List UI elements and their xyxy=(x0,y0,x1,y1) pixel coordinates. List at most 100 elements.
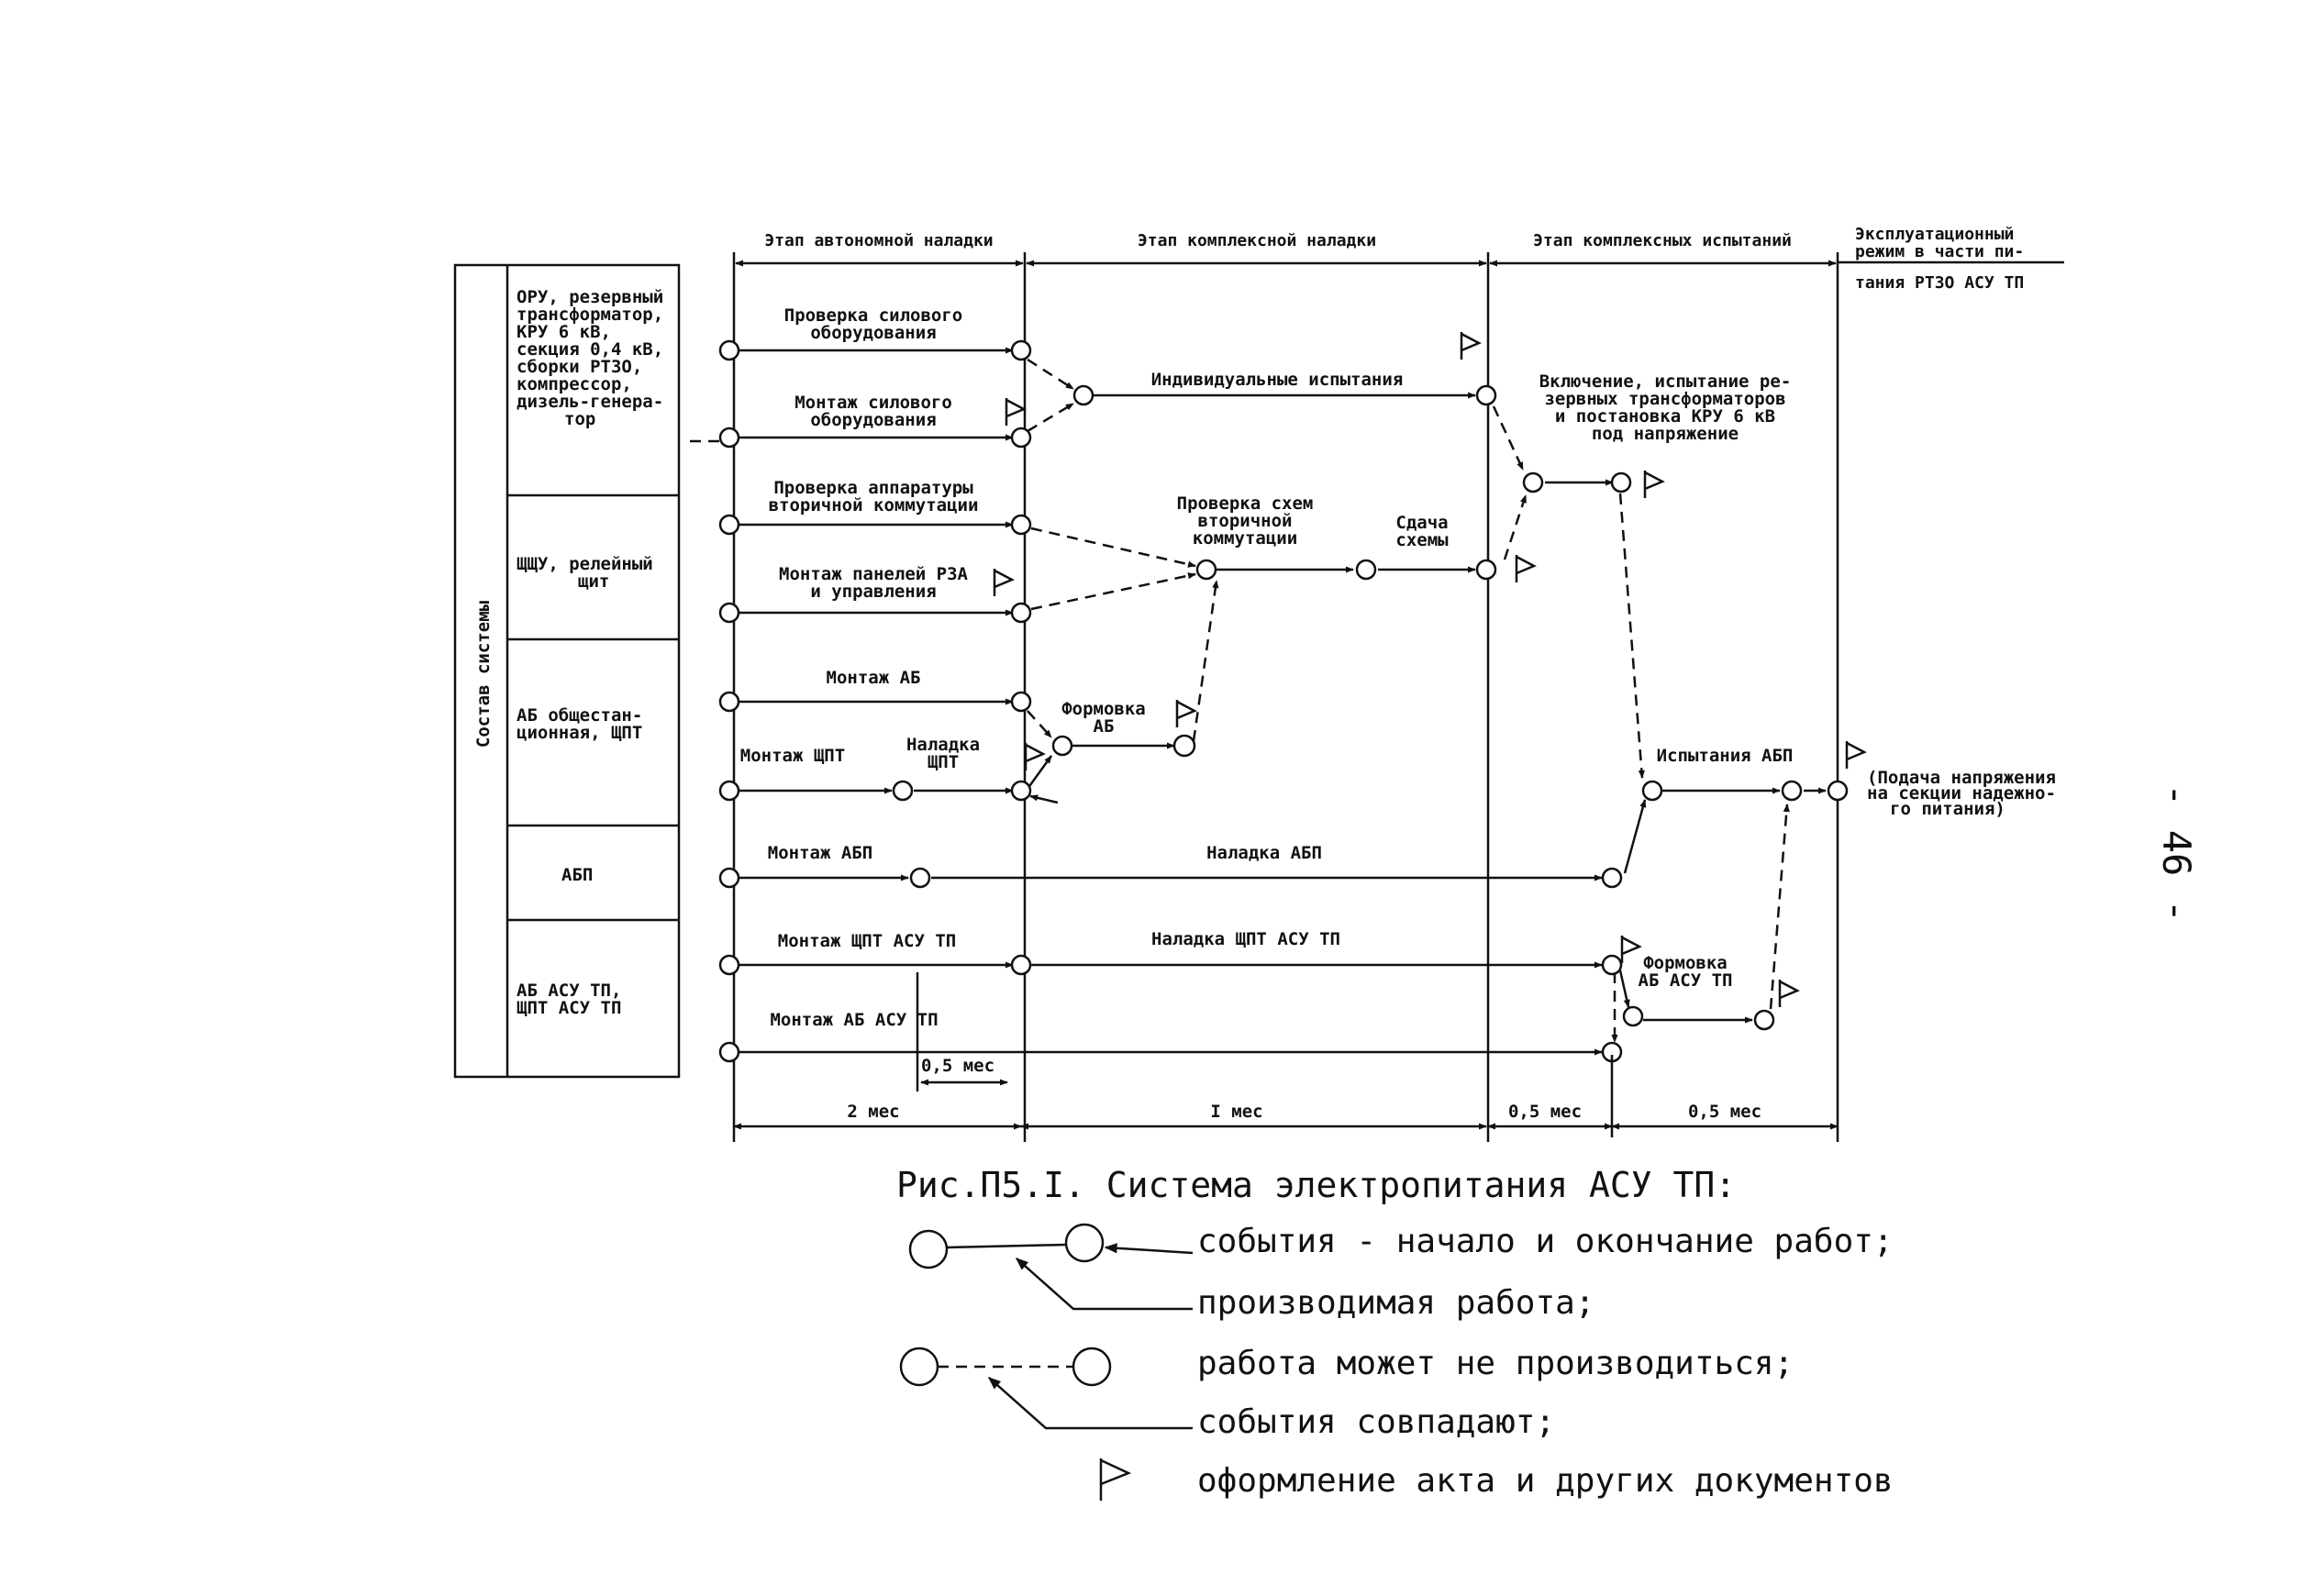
work-label-line: схемы xyxy=(1395,530,1449,550)
work-label-line: оборудования xyxy=(810,410,936,430)
work-label-line: Испытания АБП xyxy=(1657,746,1794,766)
work-label-line: коммутации xyxy=(1193,528,1297,549)
document-flag-icon xyxy=(1024,743,1046,770)
work-label-line: и постановка КРУ 6 кВ xyxy=(1555,406,1775,427)
duration-two-months: 2 мес xyxy=(847,1102,899,1122)
component-line: КРУ 6 кВ, xyxy=(517,322,611,342)
duration-scale: 0,5 мес 2 мес I мес 0,5 мес 0,5 мес xyxy=(733,972,1839,1137)
stage-header: Этап автономной наладки Этап комплексной… xyxy=(732,225,2064,1142)
work-label-line: Монтаж панелей РЗА xyxy=(779,564,968,584)
document-flag-icon xyxy=(1515,555,1537,582)
stage-autonomous: Этап автономной наладки xyxy=(764,231,993,250)
component-line: АБ общестан- xyxy=(517,705,642,726)
document-flags xyxy=(993,332,1867,1007)
svg-text:АБ общестан-ционная, ЩПТ: АБ общестан-ционная, ЩПТ xyxy=(517,705,642,743)
legend-coinciding-events: события совпадают; xyxy=(1197,1403,1555,1441)
work-label-line: Формовка xyxy=(1061,699,1146,719)
component-line: ЩПТ АСУ ТП xyxy=(517,998,621,1018)
work-label-line: Монтаж силового xyxy=(794,393,952,413)
component-line: щит xyxy=(578,571,609,592)
component-line: сборки РТЗО, xyxy=(517,357,642,377)
work-lines xyxy=(739,347,1827,1056)
work-label-line: вторичной xyxy=(1198,511,1293,531)
work-label-line: на секции надежно- xyxy=(1867,783,2056,804)
work-label-line: Индивидуальные испытания xyxy=(1151,370,1404,390)
component-line: секция 0,4 кВ, xyxy=(517,339,663,360)
component-line: АБ АСУ ТП, xyxy=(517,981,621,1001)
document-flag-icon xyxy=(1175,700,1197,727)
work-label-line: го питания) xyxy=(1890,799,2005,819)
legend-event-end-icon xyxy=(1064,1223,1105,1263)
legend-events: события - начало и окончание работ; xyxy=(1197,1223,1894,1260)
work-label-line: Сдача xyxy=(1395,513,1448,533)
component-asu-battery: АБ АСУ ТП,ЩПТ АСУ ТП xyxy=(517,981,621,1018)
document-flag-icon xyxy=(1845,741,1867,769)
legend-documents: оформление акта и других документов xyxy=(1197,1462,1894,1500)
legend-work: производимая работа; xyxy=(1197,1284,1594,1322)
work-label-line: Формовка xyxy=(1643,953,1728,973)
document-flag-icon xyxy=(993,569,1015,596)
optional-work-lines xyxy=(1027,358,1790,1043)
work-label-line: (Подача напряжения xyxy=(1867,768,2056,788)
work-label-line: Наладка АБП xyxy=(1206,843,1322,863)
work-label-line: Включение, испытание ре- xyxy=(1539,371,1792,392)
event-nodes xyxy=(718,339,1849,1063)
document-flag-icon xyxy=(1460,332,1482,360)
work-label-line: Проверка силового xyxy=(784,305,962,326)
work-label-line: и управления xyxy=(810,582,936,602)
work-label-line: зервных трансформаторов xyxy=(1544,389,1785,409)
component-station-battery: АБ общестан-ционная, ЩПТ xyxy=(517,705,642,743)
stage-operation-1: Эксплуатационный xyxy=(1855,225,2014,244)
legend: события - начало и окончание работ; прои… xyxy=(899,1223,1894,1501)
component-line: трансформатор, xyxy=(517,305,663,325)
document-flag-icon xyxy=(1643,471,1665,498)
work-label-line: оборудования xyxy=(810,323,936,343)
duration-half-month-2: 0,5 мес xyxy=(1688,1102,1761,1122)
legend-event-start-icon xyxy=(908,1229,949,1269)
component-line: ОРУ, резервный xyxy=(517,287,663,307)
document-flag-icon xyxy=(1005,398,1027,426)
work-label-line: Монтаж ЩПТ xyxy=(740,746,845,766)
page-number: - 46 - xyxy=(2154,783,2199,923)
stage-operation-2: режим в части пи- xyxy=(1855,242,2024,261)
component-line: ЩЩУ, релейный xyxy=(517,554,653,574)
work-label-line: Монтаж АБП xyxy=(768,843,872,863)
component-line: компрессор, xyxy=(517,374,632,394)
svg-text:Включение, испытание ре-зервны: Включение, испытание ре-зервных трансфор… xyxy=(1539,371,1792,444)
system-composition-table: Состав системы xyxy=(453,263,681,1079)
stage-complex-setup: Этап комплексной наладки xyxy=(1138,231,1376,250)
component-ups: АБП xyxy=(561,865,593,885)
component-line: дизель-генера- xyxy=(517,392,663,412)
duration-half-month-1: 0,5 мес xyxy=(1508,1102,1582,1122)
work-label-line: вторичной коммутации xyxy=(769,495,979,515)
legend-solid-line-icon xyxy=(946,1243,1067,1249)
work-label-line: АБ АСУ ТП xyxy=(1639,970,1733,991)
duration-half-month-small: 0,5 мес xyxy=(921,1056,994,1076)
legend-document-flag-icon xyxy=(1099,1458,1132,1501)
svg-text:АБ АСУ ТП,ЩПТ АСУ ТП: АБ АСУ ТП,ЩПТ АСУ ТП xyxy=(517,981,621,1018)
component-line: ционная, ЩПТ xyxy=(517,723,642,743)
work-label-line: под напряжение xyxy=(1592,424,1739,444)
duration-one-month: I мес xyxy=(1210,1102,1262,1122)
legend-coincide-end-icon xyxy=(1072,1347,1112,1387)
work-label-line: Монтаж АБ АСУ ТП xyxy=(770,1010,938,1030)
document-flag-icon xyxy=(1620,936,1642,963)
work-label-line: Проверка схем xyxy=(1177,493,1314,514)
legend-optional-work: работа может не производиться; xyxy=(1197,1345,1794,1382)
stage-operation-3: тания РТЗО АСУ ТП xyxy=(1855,273,2024,293)
legend-coincide-start-icon xyxy=(899,1347,939,1387)
system-composition-label: Состав системы xyxy=(473,600,494,748)
